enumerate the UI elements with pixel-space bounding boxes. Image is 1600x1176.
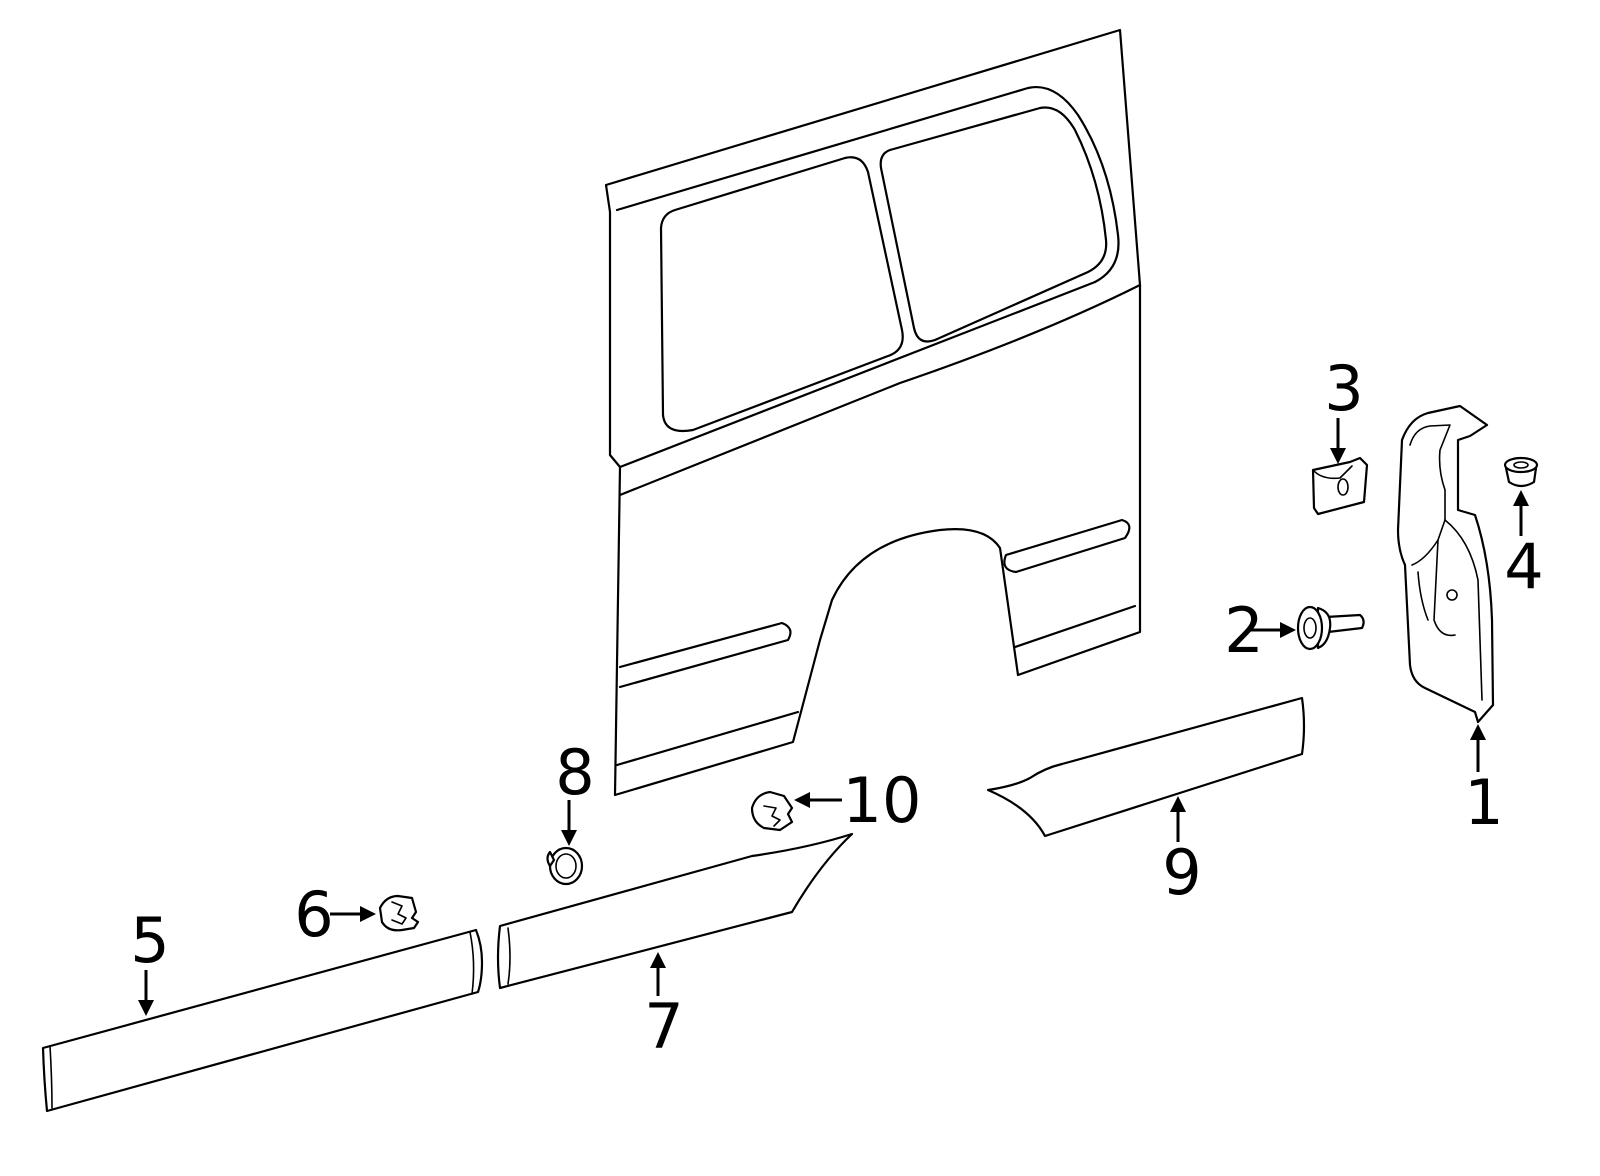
nut-part xyxy=(1503,456,1539,488)
callout-6-label: 6 xyxy=(294,878,333,951)
callout-7-label: 7 xyxy=(644,990,683,1063)
callout-1-label: 1 xyxy=(1464,766,1503,839)
callout-2: 2 xyxy=(1224,594,1296,667)
callout-5-label: 5 xyxy=(130,904,169,977)
clip-6-part xyxy=(378,894,420,932)
callout-7: 7 xyxy=(644,952,684,1063)
center-molding-part xyxy=(496,832,854,990)
callout-8-label: 8 xyxy=(555,736,594,809)
rear-molding-part xyxy=(986,696,1306,838)
callout-3-label: 3 xyxy=(1324,352,1363,425)
body-side-panel xyxy=(604,28,1142,797)
bolt-part xyxy=(1296,605,1365,651)
callout-5: 5 xyxy=(130,904,170,1016)
callout-10: 10 xyxy=(794,764,921,837)
callout-10-label: 10 xyxy=(843,764,922,837)
callout-4-label: 4 xyxy=(1504,530,1543,603)
clip-10-part xyxy=(750,790,794,832)
callout-3: 3 xyxy=(1324,352,1364,464)
callout-6: 6 xyxy=(294,878,376,951)
mud-flap-part xyxy=(1396,404,1495,724)
callout-8: 8 xyxy=(555,736,595,846)
rivet-part xyxy=(546,846,584,886)
front-molding-part xyxy=(41,928,484,1113)
clip-nut-part xyxy=(1311,456,1369,516)
callout-1: 1 xyxy=(1464,724,1504,839)
callout-4: 4 xyxy=(1504,490,1544,603)
callout-9-label: 9 xyxy=(1162,836,1201,909)
callout-9: 9 xyxy=(1162,796,1202,909)
